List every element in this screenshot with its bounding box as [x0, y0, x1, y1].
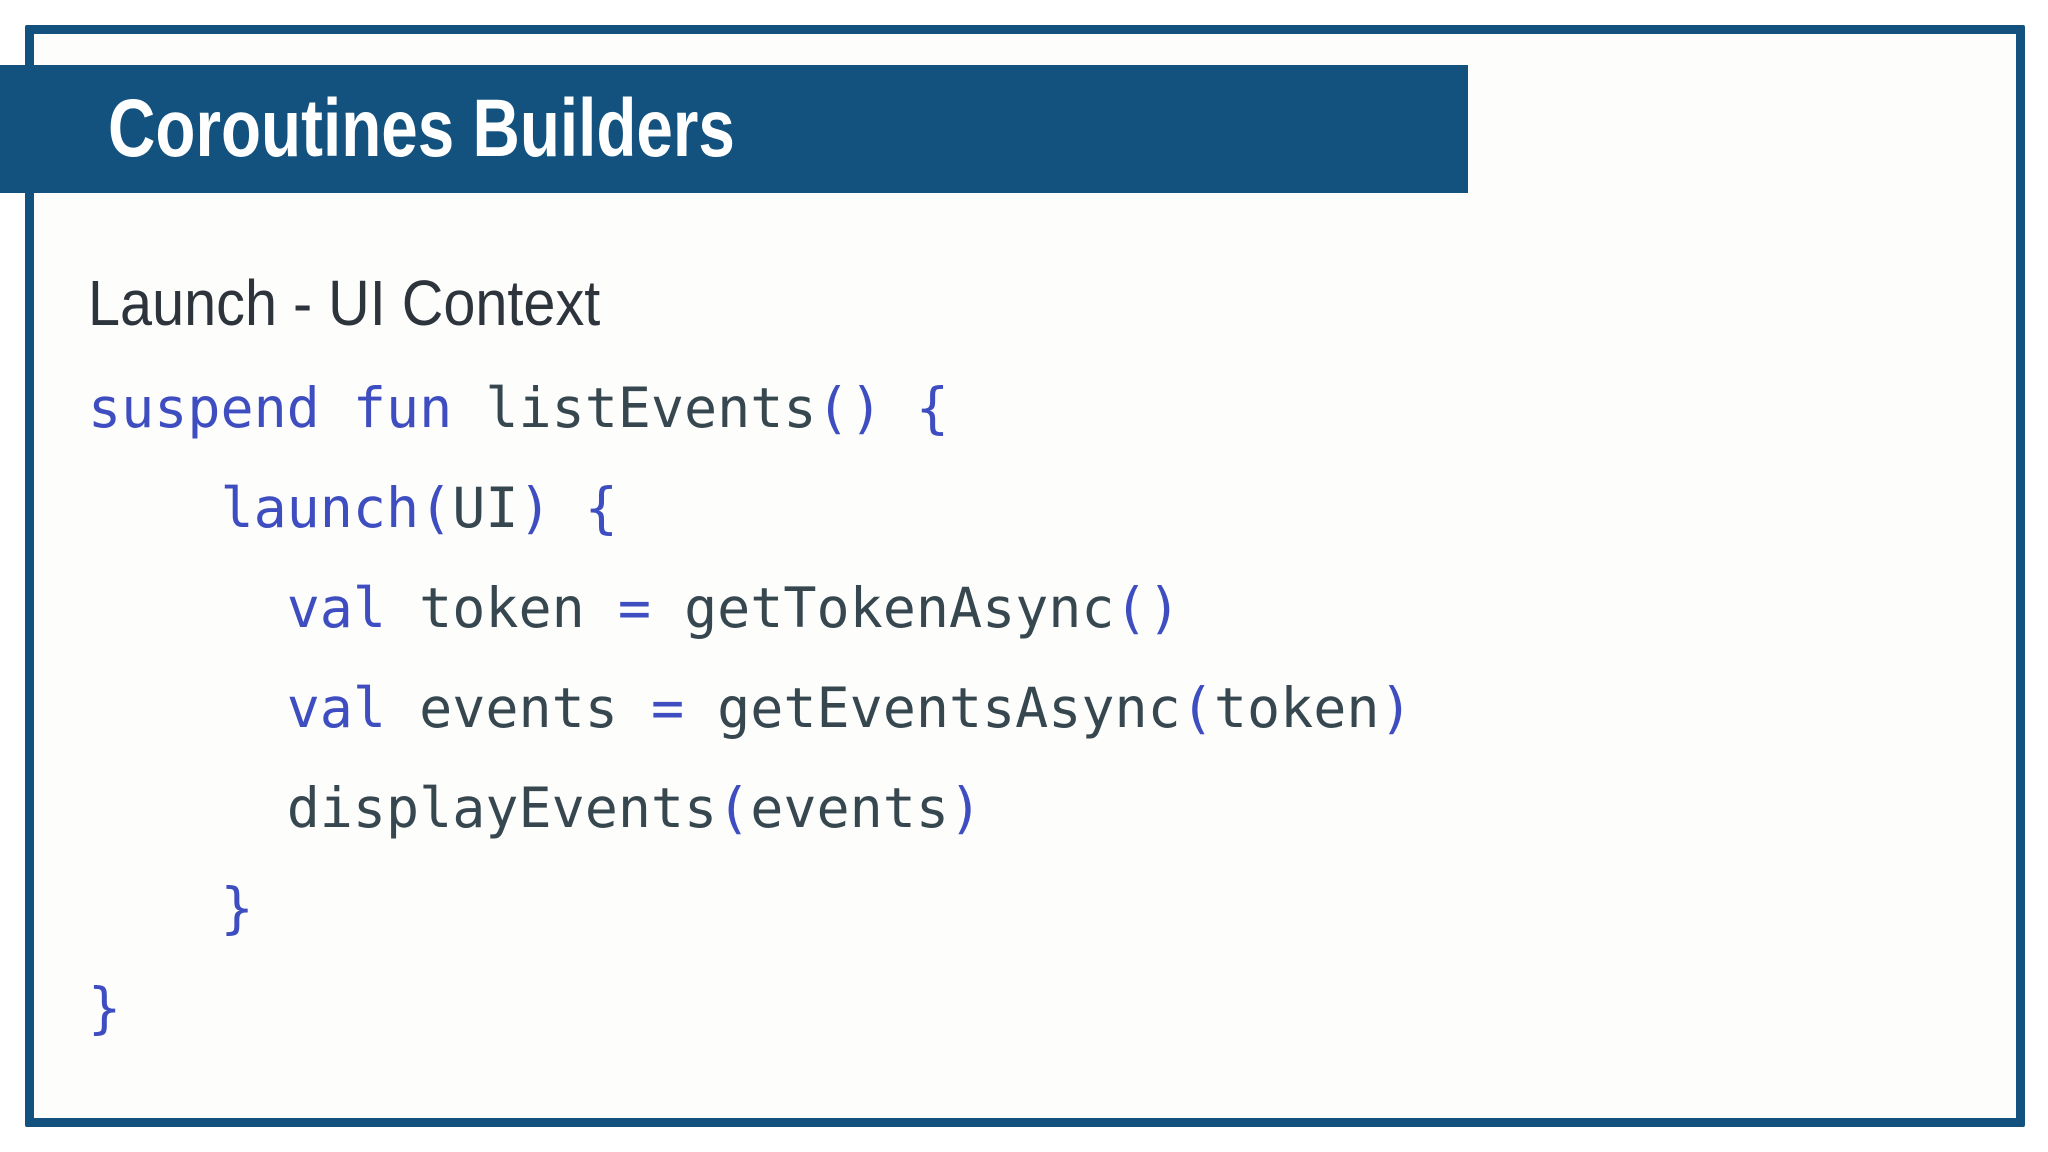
code-token-plain: getEventsAsync — [717, 676, 1181, 740]
slide-title-bar: Coroutines Builders — [0, 65, 1468, 193]
code-token-keyword: = — [617, 576, 685, 640]
code-token-keyword: launch( — [220, 476, 453, 540]
code-line: suspend fun listEvents() { — [88, 358, 1413, 458]
slide-subtitle: Launch - UI Context — [88, 267, 601, 339]
code-token-keyword: () { — [816, 376, 949, 440]
code-token-keyword: = — [650, 676, 718, 740]
code-token-plain: token — [419, 576, 618, 640]
code-token-keyword: () — [1114, 576, 1181, 640]
code-token-keyword: val — [286, 576, 420, 640]
code-line: } — [88, 958, 1413, 1058]
code-token-plain: getTokenAsync — [684, 576, 1115, 640]
code-token-keyword: ( — [717, 776, 751, 840]
code-token-plain: events — [419, 676, 651, 740]
code-token-keyword: ) { — [518, 476, 618, 540]
code-token-keyword: ) — [948, 776, 983, 840]
code-token-keyword: ( — [1180, 676, 1214, 740]
code-token-plain: listEvents — [485, 376, 817, 440]
code-line: launch(UI) { — [88, 458, 1413, 558]
code-token-keyword: suspend fun — [88, 376, 486, 440]
code-token-plain: displayEvents — [286, 776, 718, 840]
slide-frame-border — [25, 25, 2025, 1127]
code-token-plain: UI — [452, 476, 519, 540]
code-token-plain: token — [1213, 676, 1380, 740]
code-line: displayEvents(events) — [88, 758, 1413, 858]
code-block: suspend fun listEvents() { launch(UI) { … — [88, 358, 1413, 1058]
code-line: val events = getEventsAsync(token) — [88, 658, 1413, 758]
slide-title: Coroutines Builders — [108, 83, 735, 174]
code-token-keyword: val — [286, 676, 420, 740]
code-token-keyword: } — [88, 976, 122, 1040]
code-line: } — [88, 858, 1413, 958]
code-line: val token = getTokenAsync() — [88, 558, 1413, 658]
code-token-plain: events — [750, 776, 949, 840]
code-token-keyword: ) — [1379, 676, 1413, 740]
code-token-keyword: } — [220, 876, 254, 940]
